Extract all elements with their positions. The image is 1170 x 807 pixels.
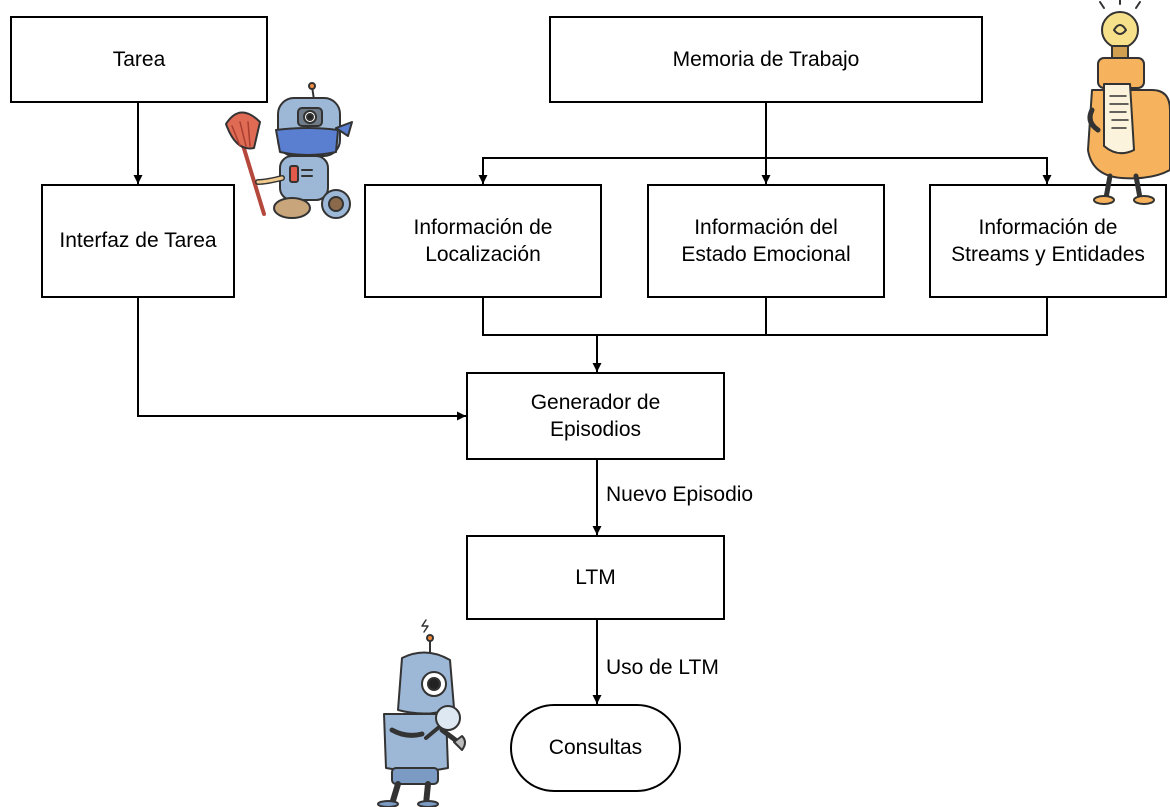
node-tarea-label: Tarea [112, 47, 166, 71]
node-interfaz-label: Interfaz de Tarea [59, 229, 217, 253]
robot-with-broom-icon [225, 82, 353, 219]
node-memoria-de-trabajo: Memoria de Trabajo [549, 16, 983, 103]
node-consultas-label: Consultas [548, 736, 643, 760]
node-ltm: LTM [466, 535, 725, 620]
node-tarea: Tarea [10, 16, 268, 103]
node-emocional-label: Información del Estado Emocional [681, 215, 851, 266]
node-streams-label: Información de Streams y Entidades [951, 215, 1145, 266]
edge-label-nuevo-episodio: Nuevo Episodio [606, 483, 754, 506]
node-memoria-label: Memoria de Trabajo [672, 47, 860, 71]
node-informacion-estado-emocional: Información del Estado Emocional [647, 184, 885, 298]
robot-with-scroll-icon [1087, 0, 1170, 205]
node-consultas: Consultas [510, 704, 681, 792]
node-informacion-localizacion: Información de Localización [364, 184, 602, 298]
edge-memoria-to-streams [766, 157, 1052, 184]
node-ltm-label: LTM [575, 565, 616, 589]
node-localizacion-label: Información de Localización [413, 215, 553, 266]
edge-label-uso-de-ltm: Uso de LTM [606, 656, 719, 679]
edge-interfaz-to-generador [137, 298, 466, 421]
edge-memoria-to-localizacion [478, 157, 766, 184]
robot-with-magnifier-icon [377, 619, 466, 807]
node-interfaz-de-tarea: Interfaz de Tarea [41, 184, 235, 298]
node-generador-de-episodios: Generador de Episodios [466, 372, 725, 460]
node-informacion-streams: Información de Streams y Entidades [929, 184, 1167, 298]
node-generador-label: Generador de Episodios [530, 390, 661, 441]
